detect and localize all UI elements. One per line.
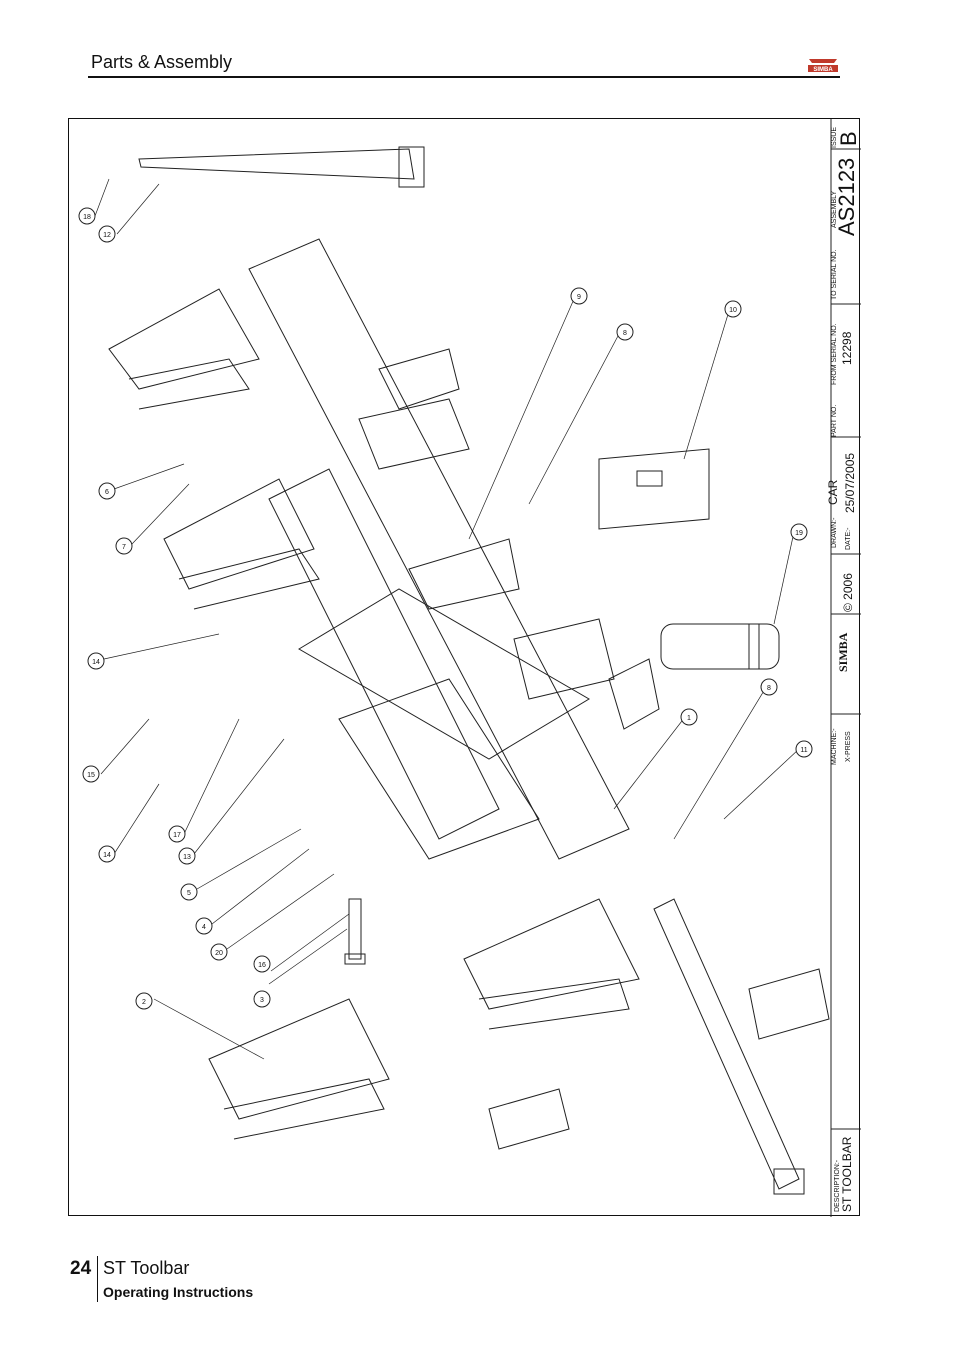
callout-label: 2 <box>142 999 146 1006</box>
callout-label: 20 <box>215 950 223 957</box>
svg-text:SIMBA: SIMBA <box>813 67 833 73</box>
leader-lines <box>94 178 800 1060</box>
machine-label: MACHINE:- <box>831 728 838 765</box>
callout-label: 3 <box>260 997 264 1004</box>
callout-label: 8 <box>767 685 771 692</box>
main-frame <box>248 238 630 860</box>
manual-book <box>598 448 710 530</box>
tine-leg-1 <box>108 288 260 410</box>
date-label: DATE:- <box>845 527 852 550</box>
part-no-label: PART NO. <box>831 404 838 437</box>
tine-points <box>378 348 830 1150</box>
callout-label: 19 <box>795 530 803 537</box>
callout-label: 15 <box>87 772 95 779</box>
hydraulic-cylinder <box>660 623 780 670</box>
assembly-number: AS2123 <box>834 157 859 236</box>
callout-label: 5 <box>187 890 191 897</box>
callout-label: 6 <box>105 489 109 496</box>
issue-value: B <box>836 131 861 146</box>
callout-label: 12 <box>103 232 111 239</box>
footer-divider <box>97 1256 98 1302</box>
tube-top <box>138 146 425 188</box>
callout-label: 11 <box>800 747 807 754</box>
section-title: Parts & Assembly <box>91 52 233 72</box>
bolt <box>344 898 366 965</box>
machine-value: X-PRESS <box>845 731 852 762</box>
tine-leg-2 <box>163 478 320 610</box>
exploded-parts-drawing: 18 12 6 7 14 15 14 17 13 5 4 20 16 3 2 9… <box>78 119 861 1217</box>
to-serial-label: TO SERIAL NO. <box>831 249 838 300</box>
drawing-frame: 18 12 6 7 14 15 14 17 13 5 4 20 16 3 2 9… <box>68 118 861 1217</box>
simba-logo-text: SIMBA <box>836 632 850 672</box>
callout-label: 9 <box>577 294 581 301</box>
callout-numbers: 18 12 6 7 14 15 14 17 13 5 4 20 16 3 2 9… <box>83 214 808 1006</box>
callout-label: 17 <box>173 832 181 839</box>
callout-label: 18 <box>83 214 91 221</box>
callout-label: 14 <box>92 659 100 666</box>
copyright: © 2006 <box>841 573 855 612</box>
from-serial-label: FROM SERIAL NO. <box>831 323 838 385</box>
simba-logo: SIMBA <box>806 55 840 75</box>
tine-leg-4 <box>463 898 640 1030</box>
drawn-label: DRAWN:- <box>831 517 838 548</box>
callout-label: 10 <box>729 307 737 314</box>
callout-label: 4 <box>202 924 206 931</box>
callout-label: 16 <box>258 962 266 969</box>
footer-title: ST Toolbar <box>103 1258 190 1278</box>
callout-label: 1 <box>687 715 691 722</box>
tube-bottom <box>653 898 805 1195</box>
title-block-lines <box>830 119 861 1217</box>
callout-circles <box>78 207 813 1010</box>
callout-label: 7 <box>122 544 126 551</box>
footer-subtitle: Operating Instructions <box>103 1284 254 1300</box>
page-number: 24 <box>70 1258 92 1279</box>
mounting-plates <box>358 398 615 700</box>
callout-label: 14 <box>103 852 111 859</box>
callout-label: 13 <box>183 854 191 861</box>
tine-leg-3 <box>208 998 390 1140</box>
callout-label: 8 <box>623 330 627 337</box>
drawn-by: CAR <box>826 479 840 505</box>
date-value: 25/07/2005 <box>843 452 857 513</box>
description-value: ST TOOLBAR <box>840 1136 854 1212</box>
header-rule <box>88 76 840 78</box>
from-serial-value: 12298 <box>840 331 854 365</box>
